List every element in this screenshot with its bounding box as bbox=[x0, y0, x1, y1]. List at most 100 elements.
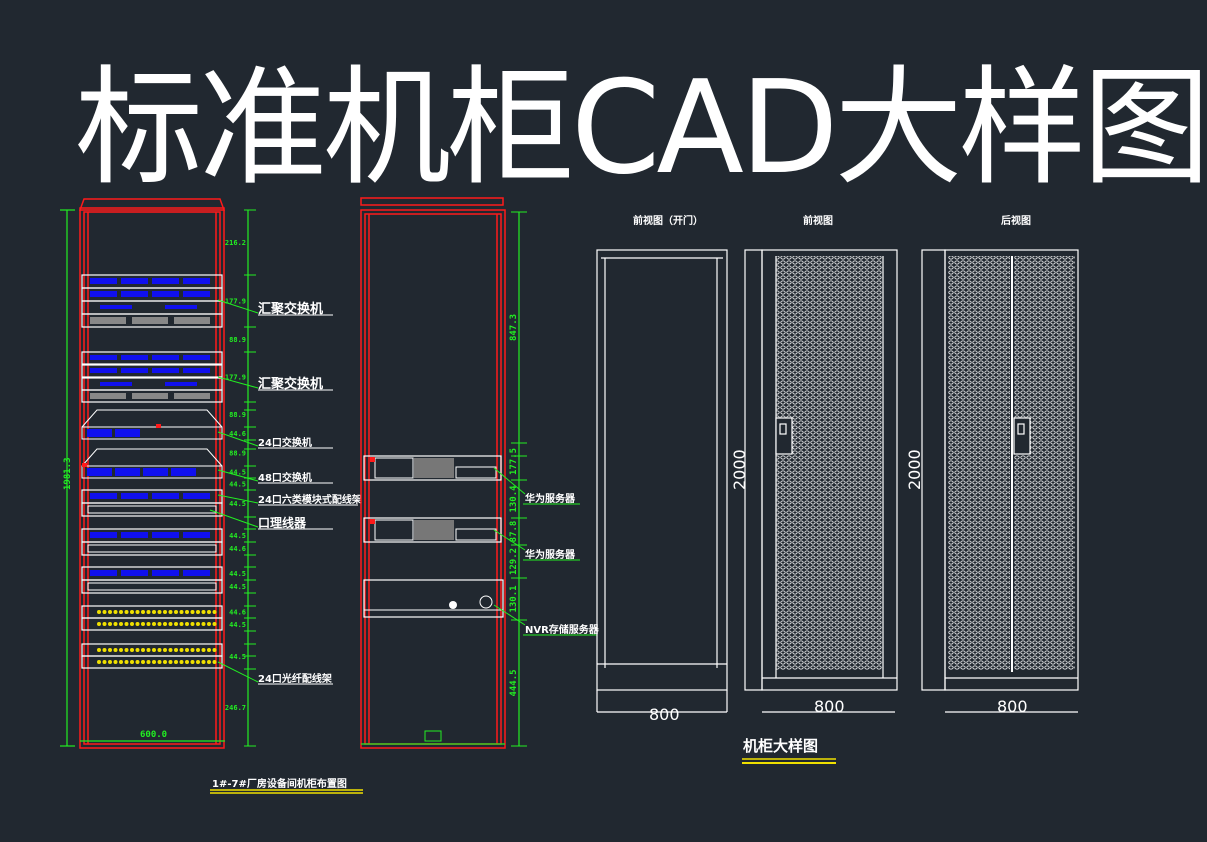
fiber-port bbox=[168, 648, 173, 652]
port-block bbox=[152, 570, 179, 576]
port-block bbox=[165, 305, 197, 309]
port-block bbox=[121, 355, 148, 360]
fiber-port bbox=[108, 610, 112, 614]
port-block bbox=[183, 570, 210, 576]
port-block bbox=[152, 368, 179, 373]
dim-label: 177.9 bbox=[225, 374, 246, 382]
fiber-port bbox=[201, 660, 206, 664]
rack-unit bbox=[81, 351, 223, 365]
fiber-port bbox=[108, 648, 112, 652]
fiber-port bbox=[185, 660, 189, 664]
fiber-port bbox=[113, 622, 118, 626]
port-block bbox=[115, 468, 140, 476]
fiber-port bbox=[163, 610, 167, 614]
dim-label: 177.9 bbox=[225, 298, 246, 306]
fiber-port bbox=[207, 610, 211, 614]
fiber-port bbox=[102, 610, 107, 614]
fiber-port bbox=[212, 622, 217, 626]
port-block bbox=[165, 382, 197, 386]
left-rack bbox=[78, 198, 226, 749]
middle-rack bbox=[360, 197, 506, 749]
view-width-dim: 800 bbox=[997, 697, 1028, 716]
server-panel bbox=[455, 466, 497, 479]
view-height-dim: 2000 bbox=[905, 449, 924, 490]
fiber-port bbox=[113, 648, 118, 652]
fiber-port bbox=[190, 610, 195, 614]
rack-unit bbox=[81, 655, 223, 669]
dim-label: 44.5 bbox=[229, 621, 246, 629]
fiber-port bbox=[97, 622, 101, 626]
rack-unit bbox=[81, 364, 223, 378]
nvr-server bbox=[363, 579, 504, 618]
dim-label: 44.5 bbox=[229, 481, 246, 489]
port-block bbox=[152, 355, 179, 360]
server bbox=[363, 455, 502, 481]
device-label: 华为服务器 bbox=[525, 548, 576, 561]
port-block bbox=[121, 532, 148, 538]
device-label: 24口交换机 bbox=[258, 436, 312, 449]
leader-line bbox=[217, 469, 259, 482]
fiber-port bbox=[141, 622, 145, 626]
port-block bbox=[90, 291, 117, 297]
port-block bbox=[183, 493, 210, 499]
fiber-port bbox=[113, 610, 118, 614]
dim-label: 129.2 bbox=[509, 548, 519, 575]
leader-line bbox=[217, 431, 259, 447]
drive-bays bbox=[374, 457, 414, 479]
fiber-port bbox=[141, 648, 145, 652]
fiber-port bbox=[124, 610, 129, 614]
port-block bbox=[90, 493, 117, 499]
port-block bbox=[152, 291, 179, 297]
device-label: 汇聚交换机 bbox=[258, 301, 323, 317]
fiber-port bbox=[157, 660, 162, 664]
server-panel bbox=[455, 528, 497, 541]
page-title: 标准机柜CAD大样图 bbox=[75, 54, 1207, 203]
device-label: 48口交换机 bbox=[258, 471, 312, 484]
fiber-port bbox=[97, 610, 101, 614]
fiber-port bbox=[102, 622, 107, 626]
fiber-port bbox=[130, 622, 134, 626]
fiber-port bbox=[135, 622, 140, 626]
fiber-port bbox=[174, 610, 178, 614]
dim-label: 130.4 bbox=[509, 485, 519, 513]
detail-caption: 机柜大样图 bbox=[743, 737, 818, 755]
fiber-port bbox=[146, 610, 151, 614]
fiber-port bbox=[212, 660, 217, 664]
port-block bbox=[171, 468, 196, 476]
fiber-port bbox=[146, 648, 151, 652]
port-block bbox=[152, 532, 179, 538]
switch-body bbox=[81, 448, 223, 467]
fiber-port bbox=[152, 610, 156, 614]
fiber-port bbox=[102, 660, 107, 664]
port-block bbox=[121, 291, 148, 297]
fiber-port bbox=[102, 648, 107, 652]
port-block bbox=[121, 570, 148, 576]
dim-label: 130.1 bbox=[509, 585, 519, 612]
leader-line bbox=[493, 604, 526, 626]
port-block bbox=[87, 429, 112, 437]
fiber-port bbox=[174, 660, 178, 664]
device-label: 华为服务器 bbox=[525, 492, 576, 505]
fiber-port bbox=[207, 622, 211, 626]
fiber-port bbox=[185, 648, 189, 652]
left-rack-labels: 汇聚交换机汇聚交换机24口交换机48口交换机24口六类模块式配线架口理线器24口… bbox=[209, 299, 362, 685]
cable-manager bbox=[87, 505, 217, 514]
cable-manager bbox=[87, 544, 217, 553]
fiber-port bbox=[130, 648, 134, 652]
fiber-port bbox=[130, 610, 134, 614]
fiber-port bbox=[152, 648, 156, 652]
fiber-port bbox=[196, 660, 200, 664]
port-block bbox=[183, 291, 210, 297]
nvr-knob bbox=[479, 595, 493, 609]
rack-unit bbox=[81, 617, 223, 631]
dim-label: 216.2 bbox=[225, 239, 246, 247]
dim-label: 847.3 bbox=[509, 314, 519, 341]
power-module bbox=[174, 317, 210, 324]
fiber-port bbox=[119, 660, 123, 664]
fiber-port bbox=[157, 610, 162, 614]
device-label: 24口光纤配线架 bbox=[258, 672, 332, 685]
rack-width-dim: 600.0 bbox=[140, 730, 167, 740]
fiber-port bbox=[135, 660, 140, 664]
vent-grille bbox=[414, 520, 454, 540]
